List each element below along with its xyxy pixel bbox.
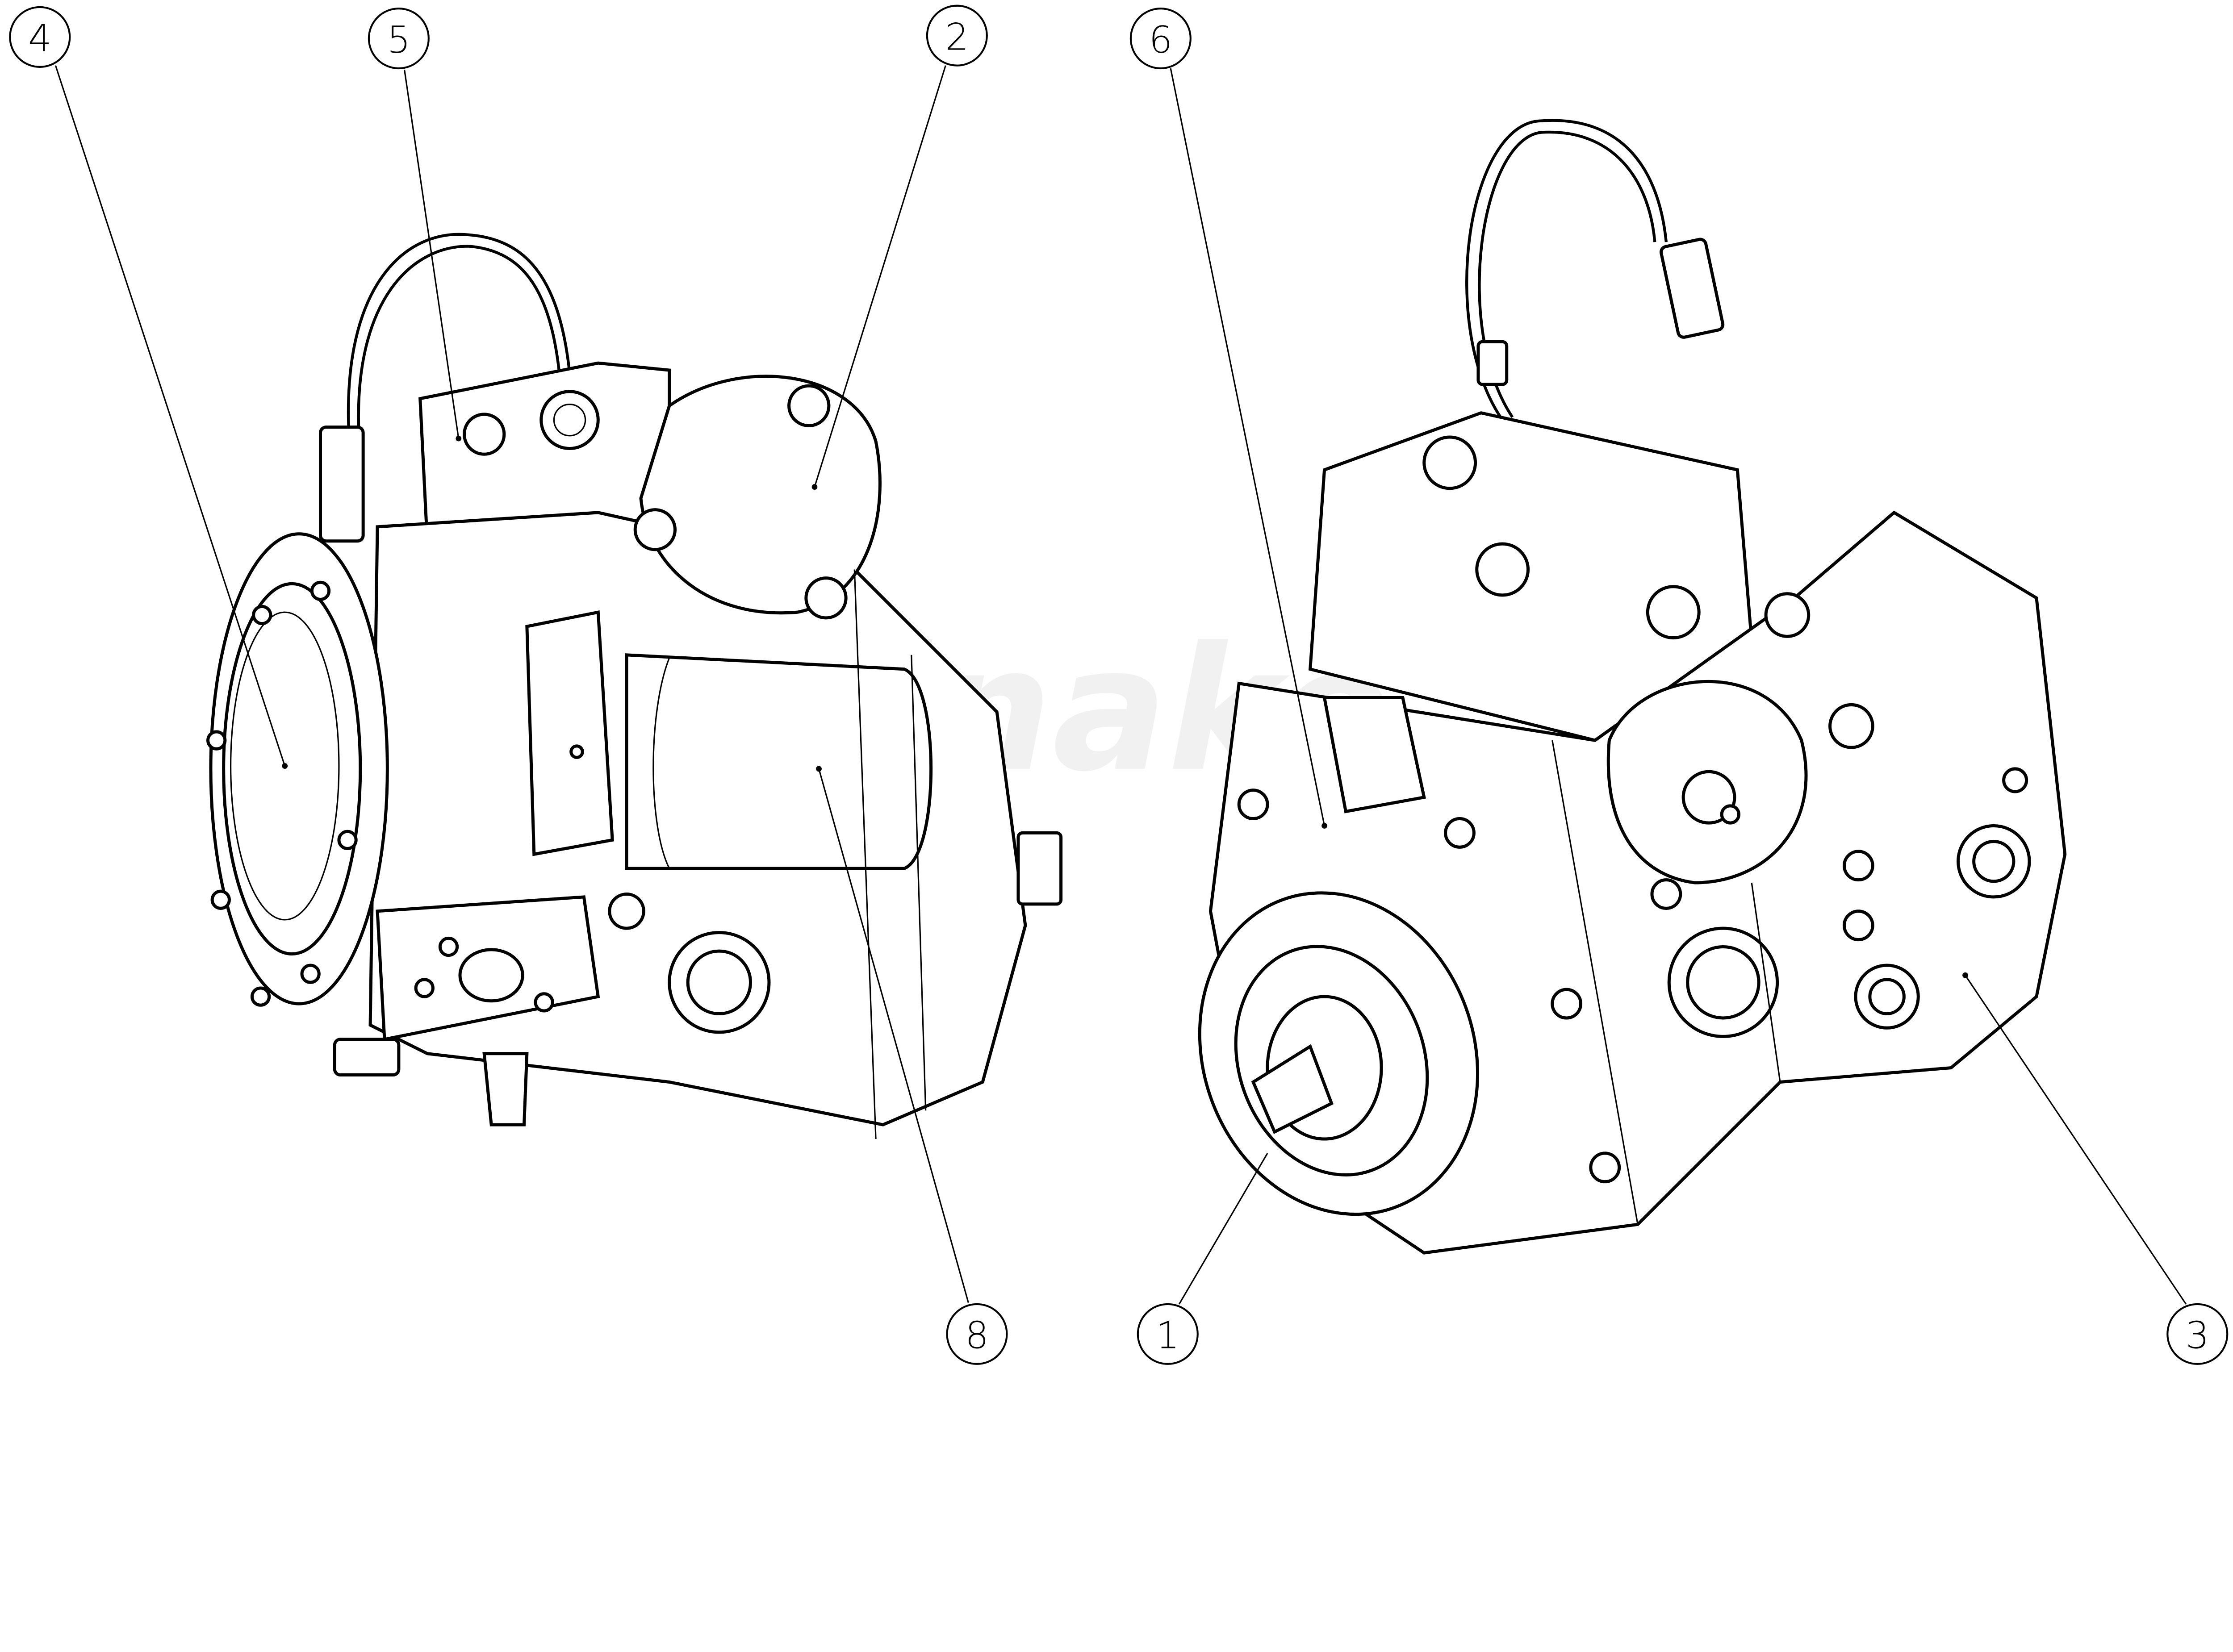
speed-sensor [1322,696,1426,813]
svg-text:3: 3 [2186,1314,2209,1357]
svg-text:4: 4 [28,17,52,60]
connector-right [1660,238,1725,339]
svg-text:6: 6 [1149,18,1172,62]
svg-text:8: 8 [965,1314,989,1357]
left-pump [206,233,1063,1139]
leader-lines [54,65,2187,1305]
svg-text:5: 5 [387,18,410,62]
svg-text:2: 2 [945,15,969,58]
callout-8: 8 [946,1303,1008,1365]
callout-1: 1 [1137,1303,1199,1365]
callout-3: 3 [2166,1303,2229,1365]
callout-2: 2 [926,4,988,67]
drive-shaft [1016,831,1063,906]
callout-4: 4 [9,6,71,68]
valve-block [418,361,671,543]
svg-text:1: 1 [1156,1314,1179,1357]
solenoid [625,653,933,870]
control-cover [639,375,882,615]
callout-5: 5 [368,8,430,70]
connector [318,426,365,543]
splined-shaft [1251,1044,1334,1134]
callout-6: 6 [1129,8,1192,70]
sensor-cable-right [1465,119,1668,421]
leader-dots [282,435,1968,978]
technical-drawing: Winake [9,4,2229,1365]
right-pump [1198,119,2067,1255]
